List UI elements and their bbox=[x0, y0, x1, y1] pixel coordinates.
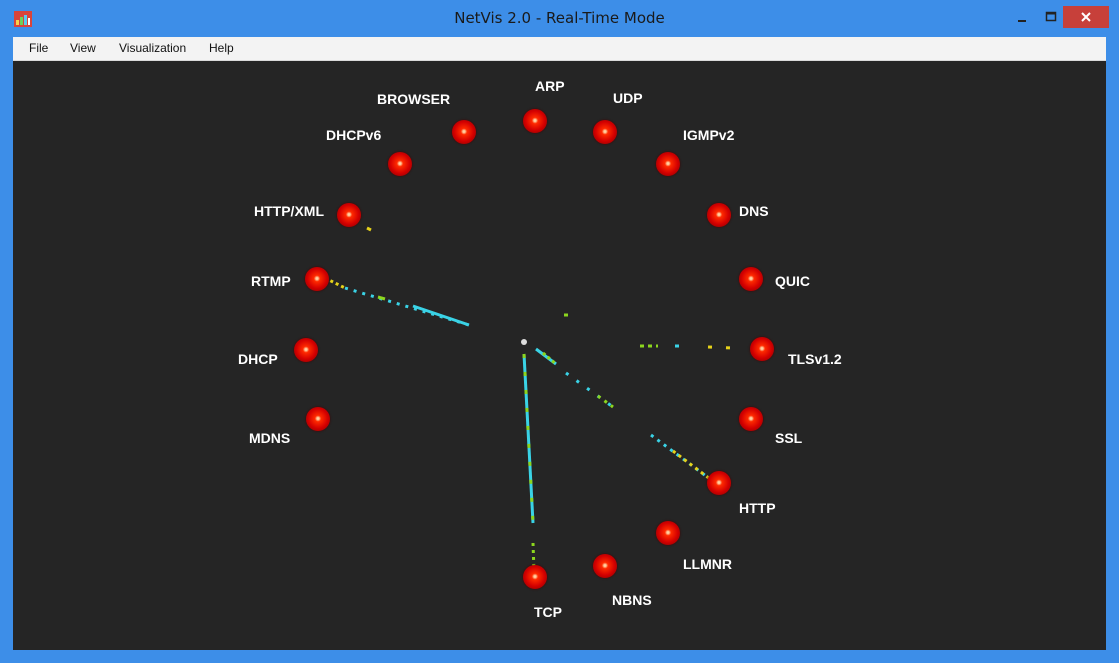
protocol-node-rtmp[interactable] bbox=[305, 267, 329, 291]
protocol-label-quic: QUIC bbox=[775, 273, 810, 289]
protocol-node-http-xml[interactable] bbox=[337, 203, 361, 227]
protocol-node-arp[interactable] bbox=[523, 109, 547, 133]
protocol-node-browser[interactable] bbox=[452, 120, 476, 144]
protocol-label-igmpv2: IGMPv2 bbox=[683, 127, 735, 143]
protocol-label-http: HTTP bbox=[739, 500, 776, 516]
protocol-node-igmpv2[interactable] bbox=[656, 152, 680, 176]
maximize-button[interactable] bbox=[1036, 6, 1066, 28]
protocol-node-tlsv12[interactable] bbox=[750, 337, 774, 361]
title-bar[interactable]: NetVis 2.0 - Real-Time Mode bbox=[0, 0, 1119, 36]
protocol-node-nbns[interactable] bbox=[593, 554, 617, 578]
protocol-node-dhcpv6[interactable] bbox=[388, 152, 412, 176]
close-button[interactable] bbox=[1063, 6, 1109, 28]
protocol-label-rtmp: RTMP bbox=[251, 273, 291, 289]
protocol-label-dhcpv6: DHCPv6 bbox=[326, 127, 382, 143]
protocol-label-ssl: SSL bbox=[775, 430, 803, 446]
protocol-node-llmnr[interactable] bbox=[656, 521, 680, 545]
protocol-node-ssl[interactable] bbox=[739, 407, 763, 431]
center-hub bbox=[521, 339, 527, 345]
app-icon[interactable] bbox=[14, 11, 32, 27]
menu-file[interactable]: File bbox=[29, 41, 49, 55]
protocol-node-mdns[interactable] bbox=[306, 407, 330, 431]
window-title: NetVis 2.0 - Real-Time Mode bbox=[454, 9, 665, 27]
protocol-label-udp: UDP bbox=[613, 90, 643, 106]
menu-bar: File View Visualization Help bbox=[13, 37, 1106, 61]
protocol-label-dns: DNS bbox=[739, 203, 769, 219]
protocol-label-nbns: NBNS bbox=[612, 592, 652, 608]
close-icon bbox=[1081, 12, 1091, 22]
protocol-node-dns[interactable] bbox=[707, 203, 731, 227]
protocol-node-quic[interactable] bbox=[739, 267, 763, 291]
protocol-node-http[interactable] bbox=[707, 471, 731, 495]
menu-view[interactable]: View bbox=[70, 41, 96, 55]
minimize-button[interactable] bbox=[1007, 6, 1037, 28]
protocol-label-mdns: MDNS bbox=[249, 430, 291, 446]
menu-help[interactable]: Help bbox=[209, 41, 234, 55]
protocol-label-http-xml: HTTP/XML bbox=[254, 203, 324, 219]
protocol-node-dhcp[interactable] bbox=[294, 338, 318, 362]
visualization-canvas[interactable]: ARP UDP IGMPv2 DNS QUIC TLSv1.2 SSL HTTP… bbox=[13, 61, 1106, 650]
traffic-lines bbox=[324, 226, 734, 572]
maximize-icon bbox=[1045, 11, 1057, 22]
protocol-label-arp: ARP bbox=[535, 78, 565, 94]
protocol-label-browser: BROWSER bbox=[377, 91, 451, 107]
protocol-label-dhcp: DHCP bbox=[238, 351, 278, 367]
protocol-node-udp[interactable] bbox=[593, 120, 617, 144]
protocol-label-llmnr: LLMNR bbox=[683, 556, 732, 572]
menu-visualization[interactable]: Visualization bbox=[119, 41, 187, 55]
protocol-label-tlsv12: TLSv1.2 bbox=[788, 351, 842, 367]
protocol-node-tcp[interactable] bbox=[523, 565, 547, 589]
minimize-icon bbox=[1018, 20, 1026, 22]
protocol-label-tcp: TCP bbox=[534, 604, 562, 620]
